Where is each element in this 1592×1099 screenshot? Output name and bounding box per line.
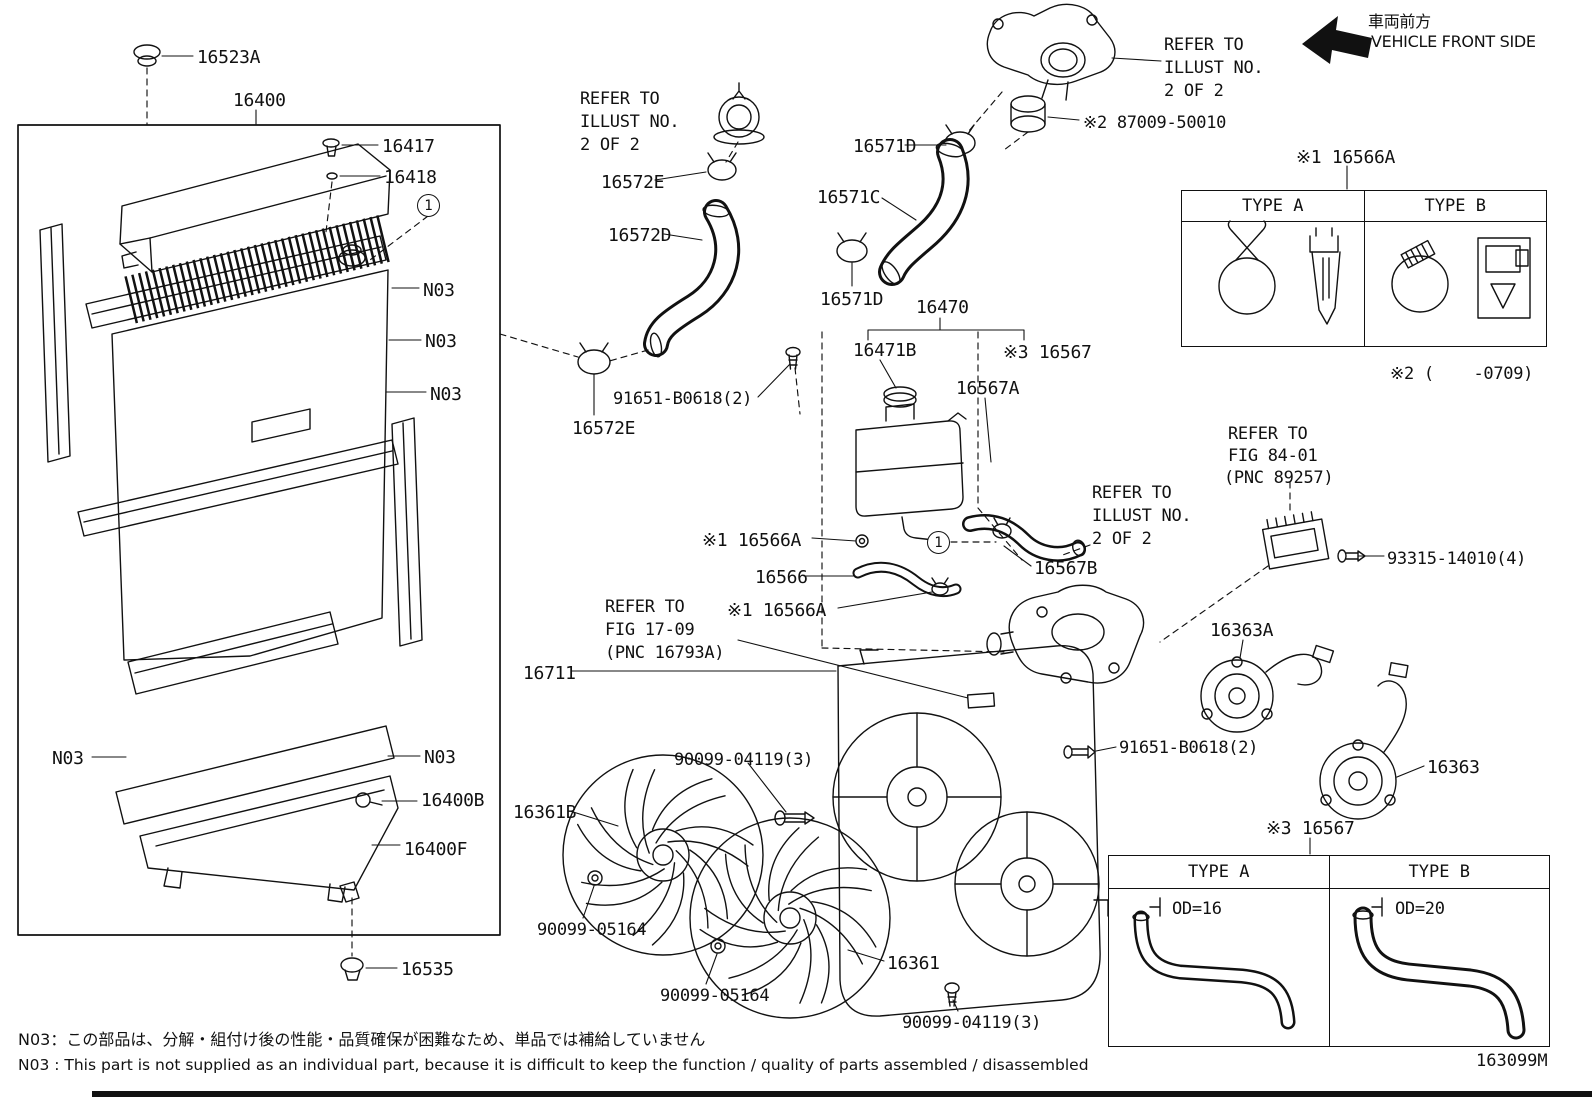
note-refer-fig1709-1: REFER TO <box>605 597 685 617</box>
part-label-91651-2: 91651-B0618(2) <box>1119 738 1259 758</box>
part-label-n03-3: N03 <box>430 384 462 405</box>
part-label-16571d-1: 16571D <box>853 136 917 157</box>
part-label-16571d-2: 16571D <box>820 289 884 310</box>
part-label-16566: 16566 <box>755 567 808 588</box>
hose-table-cell-type-b <box>1328 889 1550 1046</box>
clamp-table-cell-type-b <box>1363 222 1547 346</box>
part-label-90099-05164-2: 90099-05164 <box>660 986 770 1006</box>
hose-type-table: TYPE A TYPE B <box>1108 855 1550 1047</box>
part-label-16523a: 16523A <box>197 47 261 68</box>
part-label-16363: 16363 <box>1427 757 1480 778</box>
vehicle-front-label-en: VEHICLE FRONT SIDE <box>1371 32 1536 51</box>
footer-note-en: N03 : This part is not supplied as an in… <box>18 1056 1089 1074</box>
part-label-16400f: 16400F <box>404 839 468 860</box>
part-label-16535: 16535 <box>401 959 454 980</box>
fasteners <box>587 745 1096 1007</box>
clamp-table-header-type-a: TYPE A <box>1242 196 1304 216</box>
vehicle-front-arrow-icon <box>1302 16 1372 64</box>
part-label-16361b: 16361B <box>513 802 577 823</box>
footer-note-jp: N03：この部品は、分解・組付け後の性能・品質確保が困難なため、単品では補給して… <box>18 1030 706 1049</box>
note-refer-fig1709-3: (PNC 16793A) <box>605 643 725 663</box>
note-refer-illust-a1: REFER TO <box>580 89 660 109</box>
part-label-16566a-2: ※1 16566A <box>727 600 827 621</box>
part-label-90099-05164-1: 90099-05164 <box>537 920 647 940</box>
fan-motor-16363 <box>1319 662 1409 820</box>
note-clamp-table-date: ※2 ( -0709) <box>1390 364 1534 384</box>
part-label-16363a: 16363A <box>1210 620 1274 641</box>
part-label-16470: 16470 <box>916 297 969 318</box>
thermostat-housing <box>986 584 1145 684</box>
clamp-type-table: TYPE A TYPE B <box>1181 190 1547 347</box>
hose-table-header-type-a: TYPE A <box>1188 862 1250 882</box>
part-label-16711: 16711 <box>523 663 576 684</box>
hose-table-header-type-b: TYPE B <box>1328 856 1550 888</box>
part-label-16567-2: ※3 16567 <box>1266 818 1355 839</box>
part-label-n03-1: N03 <box>423 280 455 301</box>
fan-shroud <box>832 645 1109 1017</box>
note-refer-fig1709-2: FIG 17-09 <box>605 620 695 640</box>
note-refer-fig8401-3: (PNC 89257) <box>1224 468 1334 488</box>
part-label-90099-04119-1: 90099-04119(3) <box>674 750 814 770</box>
part-label-16572d: 16572D <box>608 225 672 246</box>
part-label-16572e-2: 16572E <box>572 418 636 439</box>
document-number: 163099M <box>1476 1051 1548 1071</box>
fan-motor-16363a <box>1200 644 1335 733</box>
hose-od-a-label: OD=16 <box>1172 899 1222 919</box>
clamp-table-cell-type-a <box>1182 222 1364 346</box>
note-refer-illust-a2: ILLUST NO. <box>580 112 680 132</box>
note-refer-illust-c3: 2 OF 2 <box>1164 81 1224 101</box>
note-refer-illust-b1: REFER TO <box>1092 483 1172 503</box>
part-label-16567-1: ※3 16567 <box>1003 342 1092 363</box>
note-refer-illust-b2: ILLUST NO. <box>1092 506 1192 526</box>
part-label-16418: 16418 <box>384 167 437 188</box>
note-refer-fig8401-2: FIG 84-01 <box>1228 446 1318 466</box>
part-label-16571c: 16571C <box>817 187 881 208</box>
connector-block <box>1261 511 1366 570</box>
part-label-16361: 16361 <box>887 953 940 974</box>
part-label-16471b: 16471B <box>853 340 917 361</box>
part-label-16566a-1: ※1 16566A <box>702 530 802 551</box>
vehicle-front-label-jp: 車両前方 <box>1368 12 1431 31</box>
note-refer-illust-c2: ILLUST NO. <box>1164 58 1264 78</box>
part-label-16566a-3: ※1 16566A <box>1296 147 1396 168</box>
part-label-90099-04119-2: 90099-04119(3) <box>902 1013 1042 1033</box>
part-label-n03-4: N03 <box>52 748 84 769</box>
note-refer-illust-b3: 2 OF 2 <box>1092 529 1152 549</box>
part-label-16567b: 16567B <box>1034 558 1098 579</box>
part-label-16400b: 16400B <box>421 790 485 811</box>
part-label-16400: 16400 <box>233 90 286 111</box>
part-label-16567a: 16567A <box>956 378 1020 399</box>
note-refer-fig8401-1: REFER TO <box>1228 424 1308 444</box>
part-label-93315: 93315-14010(4) <box>1387 549 1527 569</box>
part-label-16572e-1: 16572E <box>601 172 665 193</box>
hose-od-b-label: OD=20 <box>1395 899 1445 919</box>
note-refer-illust-a3: 2 OF 2 <box>580 135 640 155</box>
part-label-16417: 16417 <box>382 136 435 157</box>
part-label-n03-5: N03 <box>424 747 456 768</box>
note-refer-illust-c1: REFER TO <box>1164 35 1244 55</box>
part-label-91651-1: 91651-B0618(2) <box>613 389 753 409</box>
callout-circle-1a: 1 <box>417 194 440 217</box>
clamp-table-header-type-b: TYPE B <box>1363 191 1547 221</box>
part-label-n03-2: N03 <box>425 331 457 352</box>
scan-edge-bar <box>92 1091 1592 1097</box>
part-label-87009: ※2 87009-50010 <box>1083 113 1227 133</box>
callout-circle-1b: 1 <box>927 531 950 554</box>
